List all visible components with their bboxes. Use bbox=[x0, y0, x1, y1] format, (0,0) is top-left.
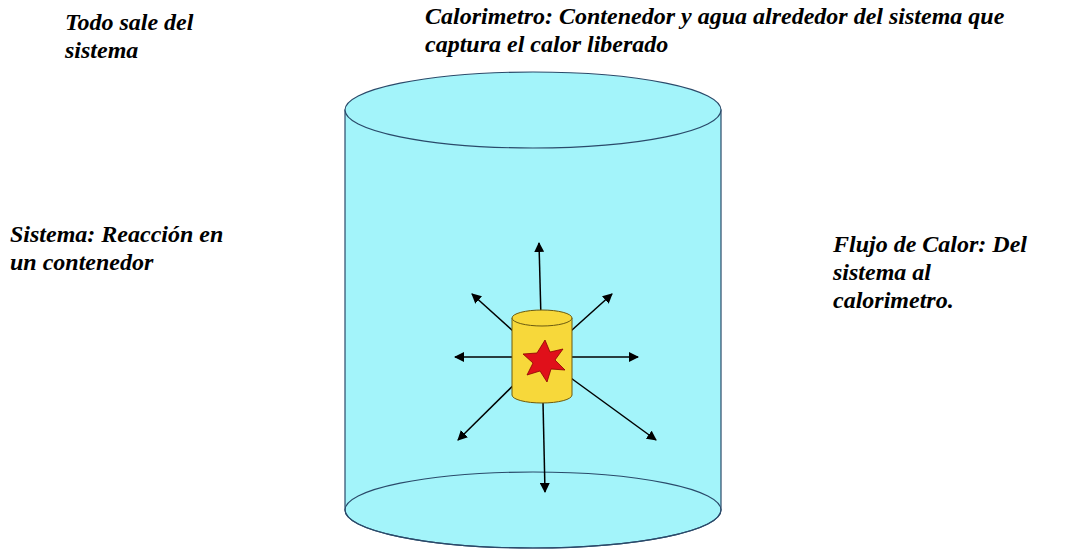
heat-flow-label: Flujo de Calor: Del sistema al calorimet… bbox=[833, 230, 1038, 314]
system-label: Sistema: Reacción en un contenedor bbox=[10, 220, 225, 276]
calorimeter-top bbox=[345, 72, 721, 148]
reaction-star bbox=[523, 340, 565, 382]
heat-flow-arrows bbox=[455, 243, 656, 492]
reaction-container-top bbox=[512, 310, 572, 326]
note-text: Todo sale del sistema bbox=[65, 8, 240, 64]
calorimeter-label: Calorimetro: Contenedor y agua alrededor… bbox=[425, 2, 1065, 58]
reaction-container bbox=[512, 318, 572, 403]
calorimeter-body bbox=[345, 110, 721, 548]
calorimeter-bottom bbox=[345, 472, 721, 548]
